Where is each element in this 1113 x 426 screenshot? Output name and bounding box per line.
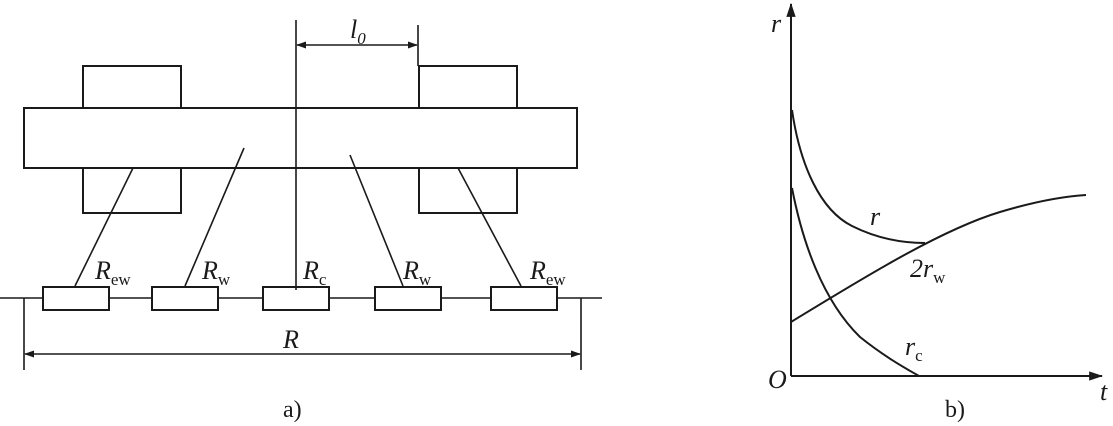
curve-2rw — [790, 194, 1087, 323]
caption-b: b) — [945, 397, 965, 423]
upper-left-electrode — [82, 65, 182, 109]
lower-right-electrode — [418, 167, 518, 214]
curve-label-r: r — [870, 202, 881, 231]
resistor-label-c: Rc — [302, 256, 327, 289]
caption-a: a) — [283, 397, 302, 423]
resistor-ew-left — [42, 286, 110, 311]
curve-r — [791, 109, 926, 244]
total-resistance-label: R — [282, 325, 299, 354]
curve-label-2rw: 2rw — [910, 254, 946, 287]
resistor-label-w-left: Rw — [201, 256, 231, 289]
diagram-b: r t O r 2rw rc b) — [768, 2, 1108, 423]
resistor-ew-right — [490, 286, 558, 311]
resistor-w-right — [374, 286, 442, 311]
y-axis-label: r — [771, 9, 782, 38]
curve-rc — [791, 187, 920, 377]
resistor-w-left — [151, 286, 219, 311]
workpiece-strip — [23, 107, 578, 169]
leader-w-left — [184, 147, 245, 287]
origin-label: O — [768, 365, 787, 394]
curve-label-rc: rc — [905, 332, 923, 365]
upper-right-electrode — [418, 65, 518, 109]
x-axis-label: t — [1100, 377, 1108, 406]
leader-ew-right — [457, 167, 522, 287]
leader-w-right — [349, 154, 404, 287]
resistor-label-ew-left: Rew — [94, 256, 131, 289]
leader-ew-left — [74, 167, 134, 287]
resistor-c — [262, 286, 330, 311]
l0-label: l0 — [350, 15, 366, 48]
resistor-label-w-right: Rw — [402, 256, 432, 289]
resistor-label-ew-right: Rew — [529, 256, 566, 289]
lower-left-electrode — [82, 167, 182, 214]
diagram-a: l0 Rew Rw Rc Rw Rew R a) — [0, 15, 602, 423]
